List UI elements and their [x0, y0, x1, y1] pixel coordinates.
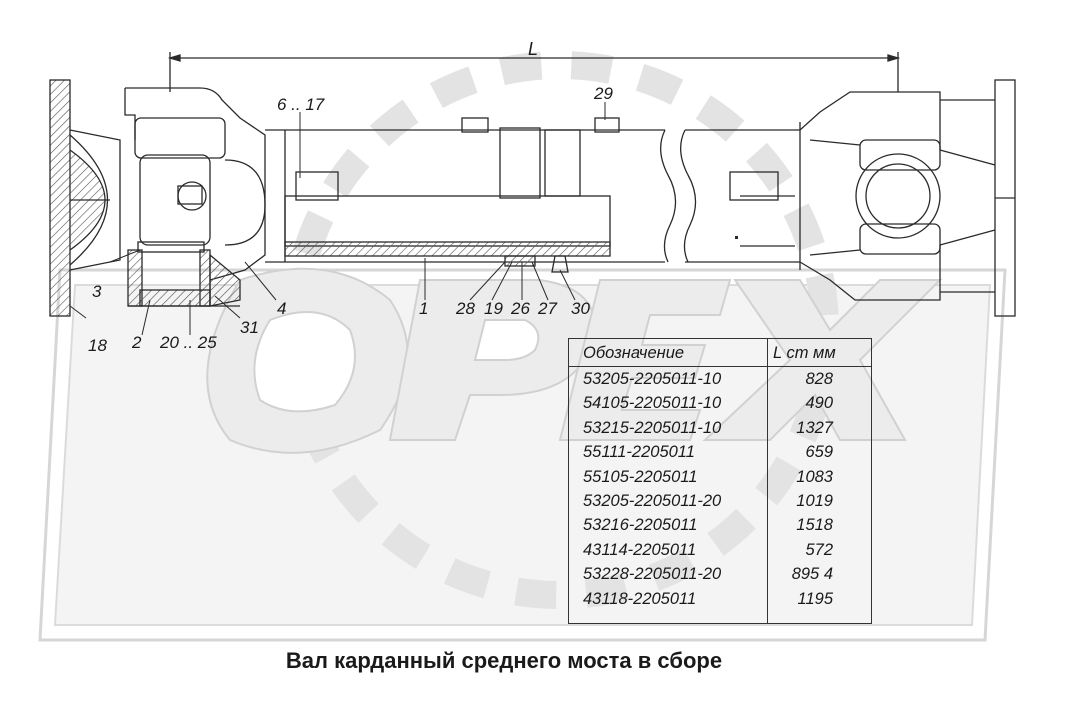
row-length: 1083: [796, 467, 833, 486]
table-row: 43114-2205011 572: [569, 541, 871, 565]
row-length: 828: [805, 370, 833, 388]
callout-4: 4: [277, 299, 287, 318]
row-code: 53205-2205011-10: [583, 370, 722, 388]
callout-30: 30: [571, 299, 590, 318]
table-header-length: L ст мм: [773, 344, 836, 362]
row-length: 1327: [796, 418, 833, 437]
table-row: 55105-2205011 1083: [569, 468, 871, 492]
shaft-tube: [265, 117, 800, 273]
cardan-shaft-drawing: [49, 52, 1016, 336]
callout-20-25: 20 .. 25: [160, 333, 217, 352]
row-length: 1019: [796, 492, 833, 510]
right-universal-joint: [799, 91, 941, 301]
row-code: 43118-2205011: [583, 589, 697, 608]
callout-1: 1: [419, 299, 429, 318]
row-length: 895 4: [791, 565, 833, 584]
callout-18: 18: [88, 336, 107, 355]
row-length: 659: [805, 443, 833, 462]
dimension-label-L: L: [528, 39, 539, 59]
left-universal-joint: [124, 87, 266, 307]
row-code: 53215-2205011-10: [583, 418, 722, 437]
table-column-divider: [767, 339, 768, 623]
callout-6-17: 6 .. 17: [277, 95, 325, 114]
callout-28: 28: [456, 299, 475, 318]
row-length: 490: [805, 394, 833, 413]
spec-table: Обозначение L ст мм 53205-2205011-10 828…: [568, 338, 872, 624]
row-code: 43114-2205011: [583, 540, 697, 559]
row-code: 53205-2205011-20: [583, 492, 722, 510]
callout-3: 3: [92, 282, 102, 301]
watermark-logo: [38, 51, 1007, 642]
row-code: 55105-2205011: [583, 467, 698, 486]
row-code: 53216-2205011: [583, 516, 698, 535]
callout-27: 27: [538, 299, 557, 318]
callout-2: 2: [132, 333, 142, 352]
callout-29: 29: [594, 84, 613, 103]
table-row: 53228-2205011-20 895 4: [569, 565, 871, 589]
table-row: 54105-2205011-10 490: [569, 394, 871, 418]
callout-19: 19: [484, 299, 503, 318]
row-length: 572: [805, 540, 833, 559]
table-header-divider: [569, 366, 871, 367]
row-code: 53228-2205011-20: [583, 565, 722, 584]
table-row: 53215-2205011-10 1327: [569, 419, 871, 443]
table-header-designation: Обозначение: [583, 344, 685, 362]
callout-31: 31: [240, 318, 259, 337]
row-length: 1195: [797, 589, 833, 608]
dimension-arrow-left: [167, 54, 181, 62]
leader-lines: [69, 102, 606, 336]
tube-mark: [735, 236, 738, 239]
table-row: 53205-2205011-20 1019: [569, 492, 871, 516]
table-row: 53216-2205011 1518: [569, 516, 871, 540]
row-code: 54105-2205011-10: [583, 394, 722, 413]
row-code: 55111-2205011: [583, 443, 695, 462]
right-flange: [939, 79, 1016, 317]
row-length: 1518: [796, 516, 833, 535]
figure-caption: Вал карданный среднего моста в сборе: [285, 648, 723, 673]
table-row: 53205-2205011-10 828: [569, 370, 871, 394]
callout-26: 26: [511, 299, 530, 318]
table-row: 55111-2205011 659: [569, 443, 871, 467]
dimension-arrow-right: [887, 54, 901, 62]
left-flange: [49, 79, 121, 317]
table-row: 43118-2205011 1195: [569, 590, 871, 614]
